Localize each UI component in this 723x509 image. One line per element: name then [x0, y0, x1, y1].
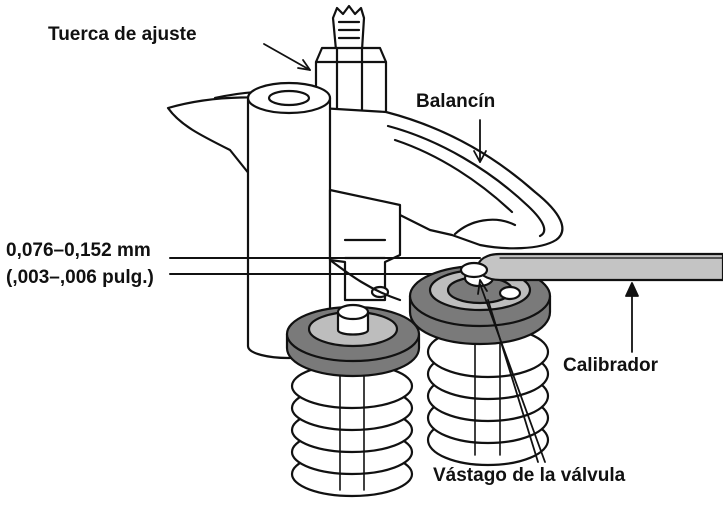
rocker-stud-shape: [246, 81, 332, 360]
clearance-leaders: [169, 257, 481, 275]
callout-arrows: [263, 43, 639, 463]
adjusting-nut-shape: [314, 4, 388, 120]
adjusting-nut-label: Tuerca de ajuste: [48, 24, 197, 45]
valve-stem-tip: [459, 261, 489, 279]
rocker-body-shape: [328, 188, 402, 302]
rocker-arm-label: Balancín: [416, 91, 496, 112]
left-spring-retainer: [285, 303, 421, 378]
left-valve-spring: [290, 362, 414, 498]
feeler-gauge-shape: [476, 252, 723, 282]
feeler-gauge-label: Calibrador: [563, 355, 659, 376]
clearance-metric-label: 0,076–0,152 mm: [6, 240, 151, 261]
right-valve-spring: [426, 325, 550, 467]
valve-stem-label: Vástago de la válvula: [433, 465, 626, 486]
clearance-imperial-label: (,003–,006 pulg.): [6, 267, 154, 288]
